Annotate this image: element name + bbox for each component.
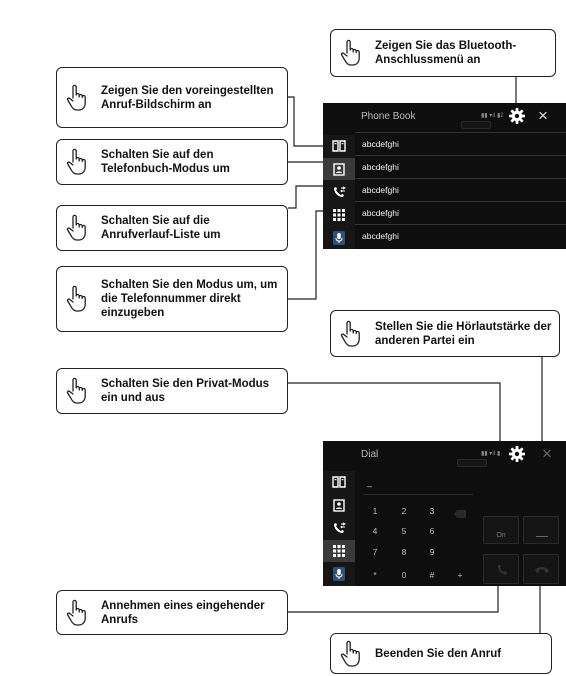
preset-book-icon — [332, 476, 346, 488]
pointing-hand-icon — [66, 84, 86, 111]
backspace-icon[interactable] — [453, 506, 467, 518]
preset-book-icon — [332, 140, 346, 152]
key-5[interactable]: 5 — [401, 526, 407, 536]
key-7[interactable]: 7 — [372, 547, 378, 557]
callout-volume-text: Stellen Sie die Hörlautstärke der andere… — [375, 320, 552, 347]
key-1[interactable]: 1 — [372, 506, 378, 516]
callout-preset-text: Zeigen Sie den voreingestellten Anruf-Bi… — [101, 84, 274, 111]
status-pill — [461, 121, 491, 129]
callout-private: Schalten Sie den Privat-Modus ein und au… — [56, 368, 288, 414]
list-item[interactable]: abcdefghi — [355, 178, 566, 201]
mode-sidebar — [323, 471, 355, 586]
keypad-icon — [333, 209, 345, 221]
list-item[interactable]: abcdefghi — [355, 132, 566, 155]
callout-phonebook-text: Schalten Sie auf den Telefonbuch-Modus u… — [101, 149, 230, 175]
pointing-hand-icon — [66, 599, 86, 626]
keypad-icon — [333, 545, 345, 557]
phonebook-title: Phone Book — [361, 111, 416, 122]
key-star[interactable]: * — [373, 570, 377, 580]
key-6[interactable]: 6 — [429, 526, 435, 536]
pointing-hand-icon — [66, 377, 86, 404]
list-item[interactable]: abcdefghi — [355, 201, 566, 224]
key-plus[interactable]: + — [457, 570, 463, 580]
key-0[interactable]: 0 — [401, 570, 407, 580]
dial-title: Dial — [361, 449, 379, 460]
preset-button[interactable] — [323, 471, 355, 493]
key-4[interactable]: 4 — [372, 526, 378, 536]
end-call-button[interactable] — [523, 554, 559, 584]
status-indicators: ▮▮ ▾ıl ▮2 — [481, 113, 504, 119]
phonebook-button[interactable] — [323, 158, 355, 180]
volume-level-bar — [536, 536, 548, 537]
volume-button[interactable] — [523, 516, 559, 544]
key-hash[interactable]: # — [429, 570, 435, 580]
phonebook-screen: Phone Book ▮▮ ▾ıl ▮2 × abcdefghi abcdefg… — [323, 103, 566, 249]
history-button[interactable] — [323, 517, 355, 539]
call-history-icon — [334, 186, 346, 197]
key-2[interactable]: 2 — [401, 506, 407, 516]
number-input[interactable]: _ — [367, 477, 373, 487]
phonebook-button[interactable] — [323, 494, 355, 516]
callout-volume: Stellen Sie die Hörlautstärke der andere… — [330, 310, 560, 357]
preset-button[interactable] — [323, 135, 355, 157]
key-9[interactable]: 9 — [429, 547, 435, 557]
pointing-hand-icon — [340, 39, 360, 66]
keypad-button[interactable] — [323, 204, 355, 226]
keypad-button[interactable] — [323, 540, 355, 562]
callout-history: Schalten Sie auf die Anrufverlauf-Liste … — [56, 205, 288, 251]
callout-end-text: Beenden Sie den Anruf — [375, 647, 502, 660]
settings-icon[interactable] — [508, 107, 526, 125]
key-8[interactable]: 8 — [401, 547, 407, 557]
status-indicators: ▮▮ ▾ıl ▮ — [481, 451, 501, 457]
phone-hangup-icon — [535, 567, 549, 573]
pointing-hand-icon — [340, 320, 360, 347]
settings-icon[interactable] — [508, 445, 526, 463]
contact-card-icon — [333, 162, 345, 176]
voice-button[interactable] — [323, 563, 355, 585]
pointing-hand-icon — [66, 214, 86, 241]
callout-bluetooth-text: Zeigen Sie das Bluetooth-Anschlussmenü a… — [375, 40, 517, 66]
callout-end: Beenden Sie den Anruf — [330, 633, 552, 674]
key-3[interactable]: 3 — [429, 506, 435, 516]
private-mode-button[interactable]: On — [483, 516, 519, 544]
answer-call-button[interactable] — [483, 554, 519, 584]
contact-card-icon — [333, 498, 345, 512]
private-mode-state: On — [496, 532, 506, 539]
callout-private-text: Schalten Sie den Privat-Modus ein und au… — [101, 378, 270, 404]
callout-answer: Annehmen eines eingehender Anrufs — [56, 590, 288, 635]
callout-dialmode-text: Schalten Sie den Modus um, um die Telefo… — [101, 279, 278, 319]
close-icon[interactable]: × — [542, 444, 552, 463]
list-item[interactable]: abcdefghi — [355, 155, 566, 178]
dial-screen: Dial ▮▮ ▾ıl ▮ × _ 1 2 3 4 5 6 7 8 9 * 0 … — [323, 441, 566, 586]
callout-phonebook: Schalten Sie auf den Telefonbuch-Modus u… — [56, 139, 288, 185]
history-button[interactable] — [323, 181, 355, 203]
callout-history-text: Schalten Sie auf die Anrufverlauf-Liste … — [101, 215, 221, 241]
voice-button[interactable] — [323, 227, 355, 249]
close-icon[interactable]: × — [538, 106, 548, 125]
list-item[interactable]: abcdefghi — [355, 224, 566, 247]
microphone-icon — [333, 231, 345, 245]
call-history-icon — [334, 522, 346, 533]
pointing-hand-icon — [340, 640, 360, 667]
status-pill — [457, 459, 487, 467]
mode-sidebar — [323, 135, 355, 249]
callout-bluetooth: Zeigen Sie das Bluetooth-Anschlussmenü a… — [330, 29, 556, 77]
number-input-underline — [363, 494, 473, 495]
pointing-hand-icon — [66, 148, 86, 175]
pointing-hand-icon — [66, 285, 86, 312]
callout-preset: Zeigen Sie den voreingestellten Anruf-Bi… — [56, 67, 288, 128]
phone-answer-icon — [497, 565, 507, 575]
microphone-icon — [333, 567, 345, 581]
callout-dialmode: Schalten Sie den Modus um, um die Telefo… — [56, 266, 288, 332]
callout-answer-text: Annehmen eines eingehender Anrufs — [101, 599, 265, 626]
